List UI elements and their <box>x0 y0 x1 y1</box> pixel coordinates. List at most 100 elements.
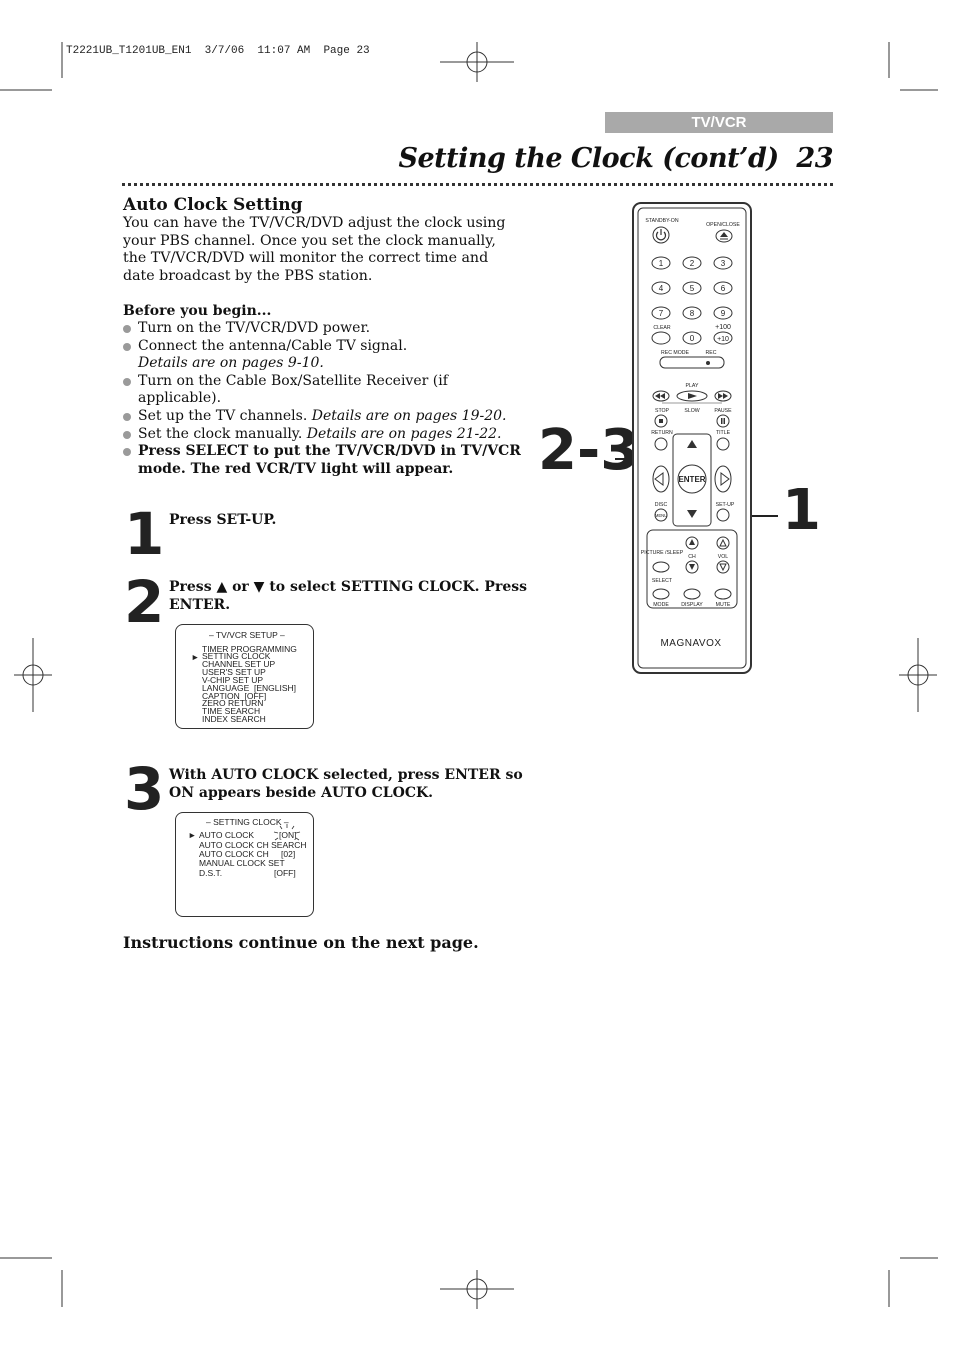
list-item: Press SELECT to put the TV/VCR/DVD in TV… <box>123 443 533 478</box>
plus100-label: +100 <box>715 324 731 331</box>
page-title: Setting the Clock (cont’d) 23 <box>398 143 833 174</box>
list-item: Turn on the TV/VCR/DVD power. <box>123 320 533 338</box>
step-text: With AUTO CLOCK selected, press ENTER so… <box>169 767 523 801</box>
osd-item: SETTING CLOCK <box>202 651 271 661</box>
osd-item: TIMER PROGRAMMING <box>202 644 297 654</box>
osd-item: AUTO CLOCK CH SEARCH <box>199 840 307 850</box>
enter-button[interactable]: ENTER <box>678 475 705 484</box>
dotted-rule <box>122 183 833 186</box>
list-item: Set the clock manually. Details are on p… <box>123 426 533 444</box>
open-close-label: OPEN/CLOSE <box>706 222 740 228</box>
bullet-icon <box>123 412 131 421</box>
osd-cursor: ► <box>188 830 197 840</box>
print-slug: T2221UB_T1201UB_EN1 3/7/06 11:07 AM Page… <box>66 45 370 57</box>
digit-9[interactable]: 9 <box>721 309 726 318</box>
prerequisite-list: Turn on the TV/VCR/DVD power. Connect th… <box>123 320 533 478</box>
digit-5[interactable]: 5 <box>690 284 695 293</box>
setup-label: SET-UP <box>716 502 735 508</box>
menu-label: MENU <box>655 513 667 518</box>
osd-item: AUTO CLOCK CH <box>199 849 269 859</box>
osd-item: AUTO CLOCK <box>199 830 255 840</box>
digit-1[interactable]: 1 <box>659 259 664 268</box>
digit-3[interactable]: 3 <box>721 259 726 268</box>
bullet-text: Turn on the TV/VCR/DVD power. <box>138 320 371 336</box>
remote-labels: STANDBY-ON OPEN/CLOSE 1 2 3 4 5 6 7 8 9 … <box>641 218 741 649</box>
picture-sleep-label: PICTURE /SLEEP <box>641 550 684 556</box>
osd-value: [ON] <box>279 830 297 840</box>
disc-label: DISC <box>655 502 668 508</box>
digit-2[interactable]: 2 <box>690 259 695 268</box>
osd-cursor: ► <box>191 652 200 662</box>
digit-6[interactable]: 6 <box>721 284 726 293</box>
title-label: TITLE <box>716 430 731 436</box>
return-label: RETURN <box>651 430 673 436</box>
bullet-text: Set up the TV channels. <box>138 407 308 424</box>
bullet-icon <box>123 325 131 333</box>
bullet-icon <box>123 377 131 386</box>
vol-label: VOL <box>718 554 728 560</box>
digit-4[interactable]: 4 <box>659 284 664 293</box>
section-heading: Auto Clock Setting <box>123 195 303 215</box>
list-item: Turn on the Cable Box/Satellite Receiver… <box>123 373 533 408</box>
step-number: 3 <box>124 755 165 823</box>
mode-label: MODE <box>653 602 669 608</box>
mute-label: MUTE <box>716 602 731 608</box>
rec-mode-label: REC MODE <box>661 350 689 356</box>
osd-item: CHANNEL SET UP <box>202 659 276 669</box>
osd-title: – SETTING CLOCK – <box>206 817 289 827</box>
slow-label: SLOW <box>684 408 699 414</box>
bullet-text: Connect the antenna/Cable TV signal. <box>138 337 408 354</box>
osd-item: LANGUAGE [ENGLISH] <box>202 683 296 693</box>
osd-item: TIME SEARCH <box>202 706 261 716</box>
remote-body <box>632 202 752 674</box>
callout-2-3: 2-3 <box>538 418 640 483</box>
before-heading: Before you begin... <box>123 303 272 319</box>
callout-1: 1 <box>782 478 821 543</box>
digit-8[interactable]: 8 <box>690 309 695 318</box>
step-number: 2 <box>124 568 165 636</box>
bullet-detail: Details are on pages 9-10. <box>138 355 324 372</box>
bullet-text: Press SELECT to put the TV/VCR/DVD in TV… <box>138 443 521 477</box>
osd-item: INDEX SEARCH <box>202 714 266 724</box>
page-number: 23 <box>796 143 833 174</box>
osd-value: [02] <box>281 849 296 859</box>
bullet-icon <box>123 448 131 457</box>
osd-value: [OFF] <box>274 868 296 878</box>
intro-paragraph: You can have the TV/VCR/DVD adjust the c… <box>123 215 506 284</box>
bullet-icon <box>123 430 131 439</box>
bullet-icon <box>123 342 131 351</box>
list-item: Set up the TV channels. Details are on p… <box>123 408 533 426</box>
osd-clock-menu: – SETTING CLOCK – ► AUTO CLOCK [ON] AUTO… <box>175 812 314 917</box>
step-text: Press SET-UP. <box>169 512 277 528</box>
section-tab: TV/VCR <box>605 112 833 133</box>
osd-setup-menu: – TV/VCR SETUP – ► TIMER PROGRAMMING SET… <box>175 624 314 729</box>
remote-control: STANDBY-ON OPEN/CLOSE 1 2 3 4 5 6 7 8 9 … <box>632 202 752 674</box>
digit-0[interactable]: 0 <box>690 334 695 343</box>
rec-label: REC <box>706 350 717 356</box>
plus10-label: +10 <box>717 336 729 343</box>
bullet-detail: Details are on pages 21-22. <box>306 425 502 442</box>
bullet-detail: Details are on pages 19-20. <box>311 407 507 424</box>
display-label: DISPLAY <box>681 602 703 608</box>
step-text: Press ▲ or ▼ to select SETTING CLOCK. Pr… <box>169 579 527 613</box>
osd-item: MANUAL CLOCK SET <box>199 858 285 868</box>
list-item: Connect the antenna/Cable TV signal.Deta… <box>123 338 533 373</box>
pause-label: PAUSE <box>714 408 732 414</box>
clear-label: CLEAR <box>653 325 671 331</box>
osd-title: – TV/VCR SETUP – <box>209 630 285 640</box>
osd-item: USER'S SET UP <box>202 667 266 677</box>
continue-note: Instructions continue on the next page. <box>123 933 479 952</box>
select-label: SELECT <box>652 578 673 584</box>
blink-highlight-icon <box>273 824 301 841</box>
digit-7[interactable]: 7 <box>659 309 664 318</box>
brand-logo: MAGNAVOX <box>660 638 721 649</box>
osd-item: D.S.T. <box>199 868 223 878</box>
stop-label: STOP <box>655 408 670 414</box>
bullet-text: Set the clock manually. <box>138 425 303 442</box>
play-label: PLAY <box>686 383 699 389</box>
bullet-text: Turn on the Cable Box/Satellite Receiver… <box>138 372 448 407</box>
osd-item: V-CHIP SET UP <box>202 675 264 685</box>
ch-label: CH <box>688 554 696 560</box>
step-number: 1 <box>124 500 165 568</box>
